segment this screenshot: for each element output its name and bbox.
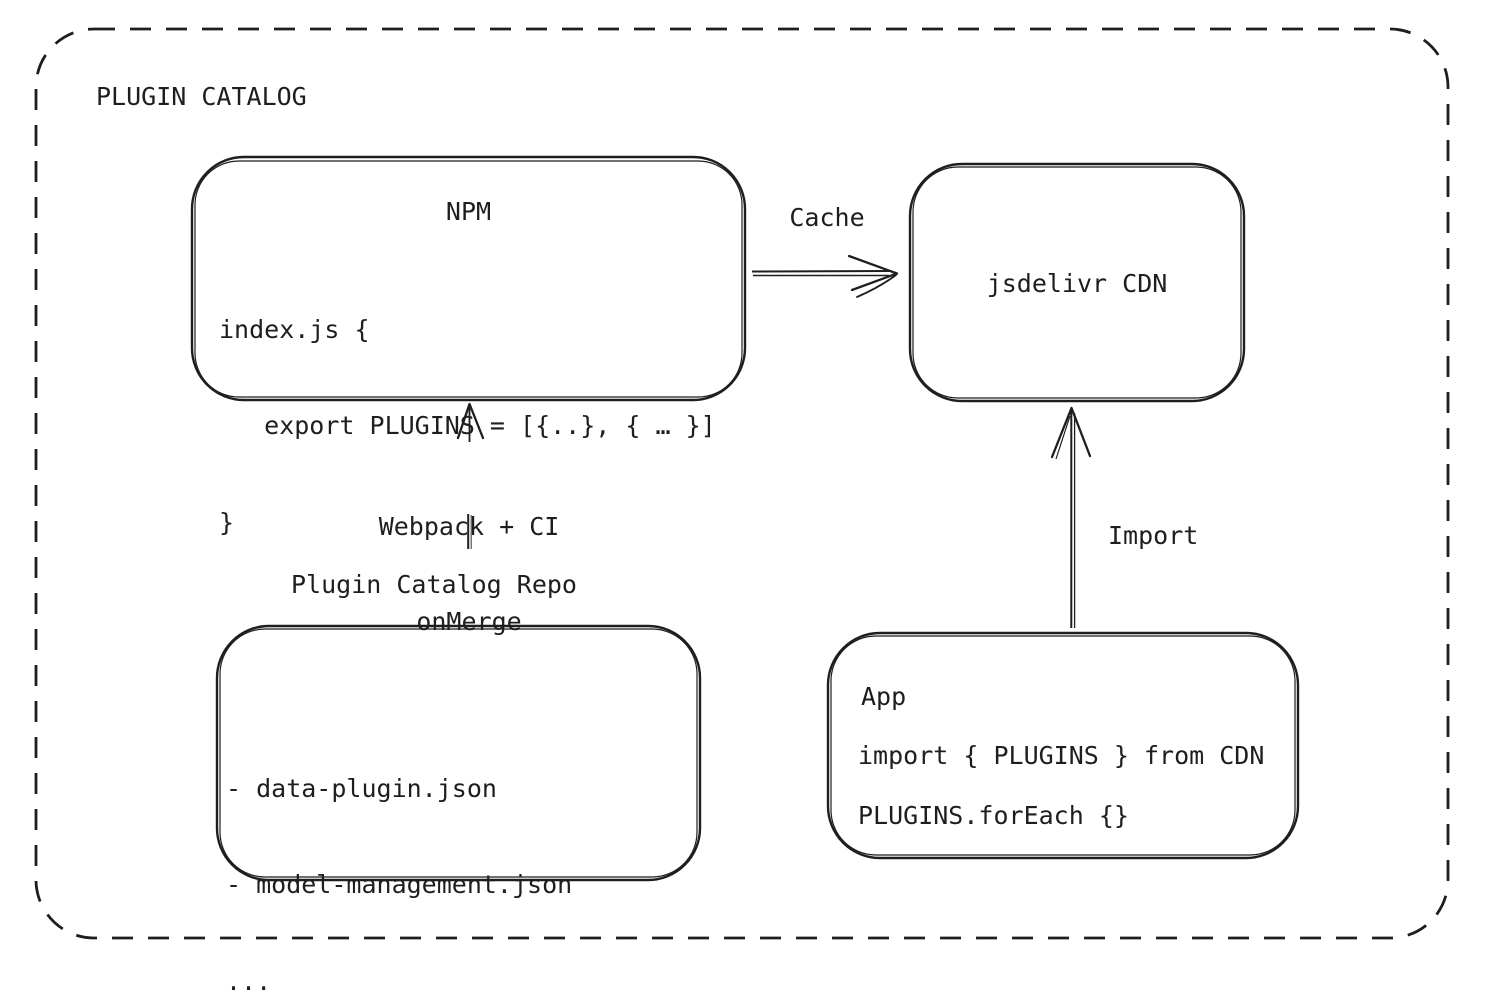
repo-box (215, 624, 702, 882)
cdn-label: jsdelivr CDN (986, 269, 1168, 298)
repo-file-line: ... (226, 966, 272, 996)
build-arrow-label-line2: onMerge (416, 607, 522, 636)
app-code-line: PLUGINS.forEach {} (858, 801, 1129, 830)
repo-file-list: - data-plugin.json - model-management.js… (226, 709, 572, 1002)
build-arrow-label: Webpack + CI onMerge (348, 447, 590, 701)
npm-code-line: } (219, 507, 235, 537)
npm-code-line: index.js { (219, 314, 370, 344)
app-title: App (861, 682, 907, 711)
build-arrow-label-line1: Webpack + CI (378, 511, 560, 541)
cdn-box (908, 162, 1246, 403)
repo-file-line: - data-plugin.json (226, 773, 497, 803)
diagram-title: PLUGIN CATALOG (96, 82, 307, 111)
app-box (826, 631, 1300, 860)
repo-label: Plugin Catalog Repo (291, 570, 577, 599)
build-arrow (456, 402, 485, 549)
import-arrow-label: Import (1108, 521, 1199, 550)
repo-file-line: - model-management.json (226, 870, 573, 899)
npm-title: NPM (445, 197, 492, 226)
npm-code-line: export PLUGINS = [{..}, { … }] (219, 411, 716, 440)
cache-arrow-label: Cache (789, 203, 865, 232)
npm-box (190, 155, 747, 402)
import-arrow (1050, 406, 1092, 628)
cache-arrow (751, 254, 899, 298)
app-code-line: import { PLUGINS } from CDN (858, 741, 1265, 770)
npm-code-block: index.js { export PLUGINS = [{..}, { … }… (219, 250, 716, 602)
plugin-catalog-frame (34, 27, 1450, 940)
